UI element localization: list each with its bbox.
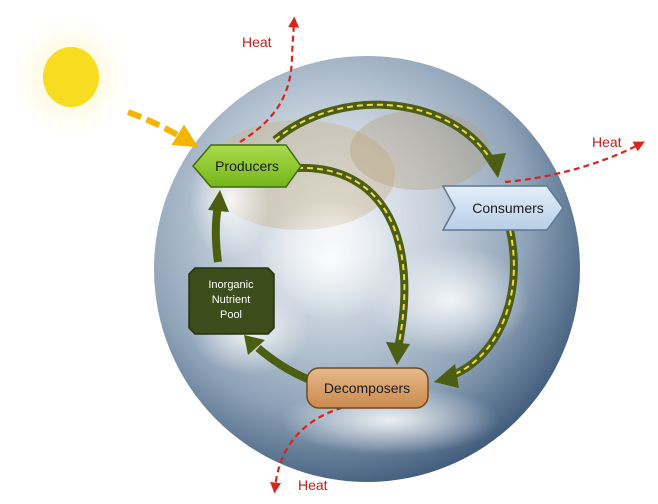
- nutrient-pool-label-line1: Inorganic: [208, 279, 254, 291]
- nutrient-pool-node: Inorganic Nutrient Pool: [188, 267, 275, 335]
- nutrient-pool-label-line3: Pool: [220, 309, 242, 321]
- consumers-label: Consumers: [472, 200, 544, 216]
- heat-label-bottom: Heat: [298, 477, 328, 493]
- consumers-node: Consumers: [441, 185, 564, 231]
- decomposers-label: Decomposers: [324, 380, 410, 396]
- producers-label: Producers: [215, 158, 279, 174]
- arrow-consumers-to-decomposers: [434, 229, 518, 388]
- decomposers-node: Decomposers: [306, 367, 429, 409]
- arrow-pool-to-producers: [208, 190, 229, 263]
- sun-icon: [6, 12, 136, 142]
- arrow-producers-to-decomposers: [296, 163, 410, 365]
- cycle-arrows: [208, 100, 518, 388]
- sunlight-arrow: [126, 109, 199, 148]
- heat-arrow-right: [504, 141, 645, 184]
- heat-label-right: Heat: [592, 134, 622, 150]
- nutrient-pool-label-line2: Nutrient: [212, 294, 251, 306]
- arrow-decomposers-to-pool: [244, 335, 312, 384]
- heat-arrow-top: [239, 16, 300, 143]
- heat-arrow-bottom: [270, 403, 353, 494]
- heat-label-top: Heat: [242, 34, 272, 50]
- producers-node: Producers: [192, 144, 302, 188]
- arrow-producers-to-consumers: [272, 100, 506, 178]
